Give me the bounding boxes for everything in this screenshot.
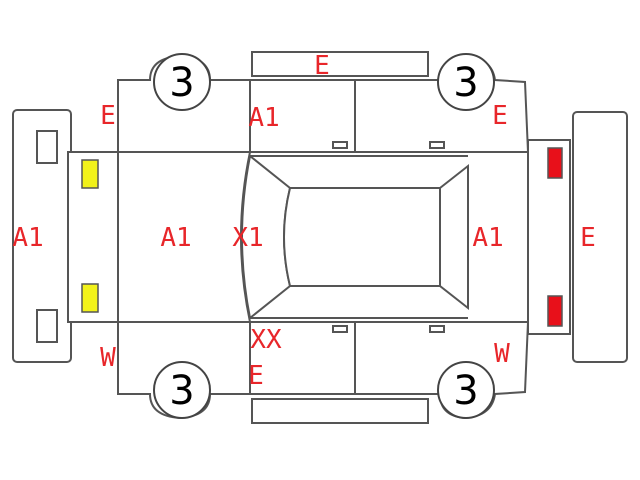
label-rocker-bottom: E [248, 361, 264, 391]
tire-front-right [153, 361, 211, 419]
tire-front-right-rating: 3 [169, 368, 194, 414]
label-rear-fender-bottom: W [494, 339, 510, 369]
tire-rear-left [437, 53, 495, 111]
label-front-pillar: X1 [232, 223, 263, 253]
label-front-bumper: A1 [12, 223, 43, 253]
tire-front-left [153, 53, 211, 111]
rear-bumper [572, 111, 628, 363]
front-bumper-slot-bottom [36, 309, 58, 343]
bottom-rear-door-handle [429, 325, 445, 333]
roof-panel [283, 187, 441, 287]
tire-front-left-rating: 3 [169, 60, 194, 106]
top-side-strip [251, 51, 429, 77]
front-bumper-slot-top [36, 130, 58, 164]
bottom-side-strip [251, 398, 429, 424]
rear-window [439, 163, 469, 311]
tire-rear-left-rating: 3 [453, 60, 478, 106]
label-front-door-bottom: XX [250, 325, 282, 355]
label-rear-fender-top: E [492, 101, 508, 131]
tire-rear-right-rating: 3 [453, 368, 478, 414]
label-hood: A1 [160, 223, 191, 253]
taillight-right [547, 295, 563, 327]
tire-rear-right [437, 361, 495, 419]
bottom-front-door-handle [332, 325, 348, 333]
label-roof-top-edge: E [314, 51, 330, 81]
label-front-door-top: A1 [248, 103, 279, 133]
top-front-door-handle [332, 141, 348, 149]
taillight-left [547, 147, 563, 179]
label-rear-bumper: E [580, 223, 596, 253]
headlight-right [81, 283, 99, 313]
top-rear-door-handle [429, 141, 445, 149]
headlight-left [81, 159, 99, 189]
label-front-fender-top: E [100, 101, 116, 131]
label-rear-window: A1 [472, 223, 503, 253]
label-front-fender-bottom: W [100, 343, 116, 373]
